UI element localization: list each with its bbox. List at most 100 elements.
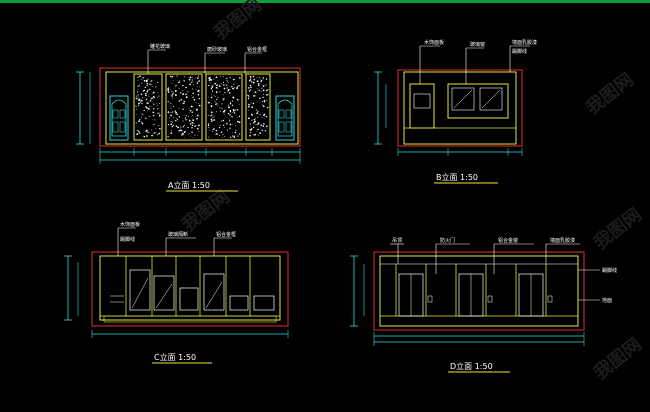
speckle-dot — [216, 84, 218, 87]
speckle-dot — [183, 102, 185, 105]
speckle-dot — [237, 135, 239, 137]
speckle-dot — [176, 119, 179, 121]
callout-label: 玻璃隔断 — [168, 231, 188, 238]
speckle-dot — [198, 102, 200, 104]
speckle-dot — [173, 80, 175, 81]
speckle-dot — [175, 111, 177, 114]
speckle-dot — [212, 129, 214, 131]
speckle-dot — [171, 91, 173, 93]
speckle-dot — [208, 101, 210, 104]
callout-label: 铝合金窗 — [498, 237, 518, 244]
speckle-dot — [188, 119, 191, 122]
speckle-dot — [178, 116, 181, 118]
speckle-dot — [256, 81, 258, 82]
speckle-dot — [197, 85, 198, 87]
speckle-dot — [259, 132, 262, 134]
speckle-dot — [189, 133, 191, 135]
wall-outline — [403, 71, 517, 145]
glass-panel — [245, 73, 271, 141]
speckle-dot — [239, 104, 240, 105]
speckle-dot — [189, 123, 192, 125]
accent-bar — [0, 0, 650, 3]
speckle-dot — [194, 125, 196, 127]
speckle-dot — [248, 90, 251, 92]
speckle-dot — [248, 87, 250, 89]
speckle-dot — [152, 119, 153, 121]
speckle-dot — [169, 75, 172, 77]
speckle-dot — [213, 95, 215, 96]
speckle-dot — [192, 119, 195, 122]
speckle-dot — [150, 98, 152, 100]
speckle-dot — [219, 126, 221, 129]
speckle-dot — [212, 86, 214, 88]
speckle-dot — [249, 89, 252, 91]
speckle-dot — [183, 114, 185, 116]
speckle-dot — [146, 102, 148, 104]
speckle-dot — [213, 128, 215, 130]
speckle-dot — [213, 79, 215, 81]
speckle-dot — [226, 79, 228, 81]
wall-outline — [99, 255, 281, 321]
speckle-dot — [146, 135, 148, 137]
speckle-dot — [263, 114, 265, 116]
speckle-dot — [153, 132, 155, 134]
speckle-dot — [264, 130, 267, 132]
speckle-dot — [136, 95, 138, 97]
speckle-dot — [185, 93, 187, 95]
speckle-dot — [196, 114, 199, 117]
speckle-dot — [260, 124, 263, 126]
speckle-dot — [222, 99, 223, 101]
speckle-dot — [262, 93, 264, 95]
speckle-dot — [226, 129, 229, 131]
speckle-dot — [178, 129, 180, 132]
speckle-dot — [223, 76, 224, 77]
speckle-dot — [151, 97, 153, 99]
speckle-dot — [223, 99, 225, 101]
speckle-dot — [147, 131, 149, 133]
speckle-dot — [232, 108, 235, 111]
speckle-dot — [138, 98, 141, 101]
speckle-dot — [236, 98, 239, 101]
speckle-dot — [151, 106, 153, 107]
speckle-dot — [138, 120, 140, 123]
speckle-dot — [158, 132, 161, 135]
speckle-dot — [170, 120, 172, 122]
speckle-dot — [209, 82, 211, 84]
speckle-dot — [137, 85, 139, 87]
speckle-dot — [157, 112, 159, 114]
speckle-dot — [143, 79, 146, 82]
speckle-dot — [213, 101, 215, 102]
speckle-dot — [153, 123, 155, 126]
callout-label: 玻璃窗 — [470, 41, 485, 48]
speckle-dot — [251, 120, 252, 121]
speckle-dot — [229, 109, 232, 112]
speckle-dot — [261, 116, 263, 118]
speckle-dot — [171, 95, 173, 97]
speckle-dot — [224, 91, 226, 94]
speckle-dot — [144, 86, 146, 89]
speckle-dot — [140, 93, 143, 96]
speckle-dot — [139, 101, 142, 103]
speckle-dot — [174, 110, 176, 112]
speckle-dot — [258, 83, 260, 85]
speckle-dot — [146, 90, 148, 93]
speckle-dot — [257, 84, 260, 87]
speckle-dot — [172, 97, 174, 99]
speckle-dot — [219, 75, 221, 77]
speckle-dot — [253, 78, 256, 81]
glass-pane — [129, 269, 151, 311]
speckle-dot — [211, 130, 213, 132]
speckle-dot — [192, 137, 194, 138]
speckle-dot — [226, 106, 228, 108]
speckle-dot — [261, 79, 263, 81]
speckle-dot — [176, 75, 178, 77]
speckle-dot — [170, 106, 172, 108]
speckle-dot — [251, 113, 253, 116]
speckle-dot — [158, 125, 160, 127]
speckle-dot — [178, 81, 180, 84]
speckle-dot — [199, 76, 201, 78]
callout-label: 铝合金框 — [247, 46, 267, 53]
speckle-dot — [236, 87, 238, 89]
speckle-dot — [175, 94, 177, 97]
speckle-dot — [247, 94, 249, 97]
